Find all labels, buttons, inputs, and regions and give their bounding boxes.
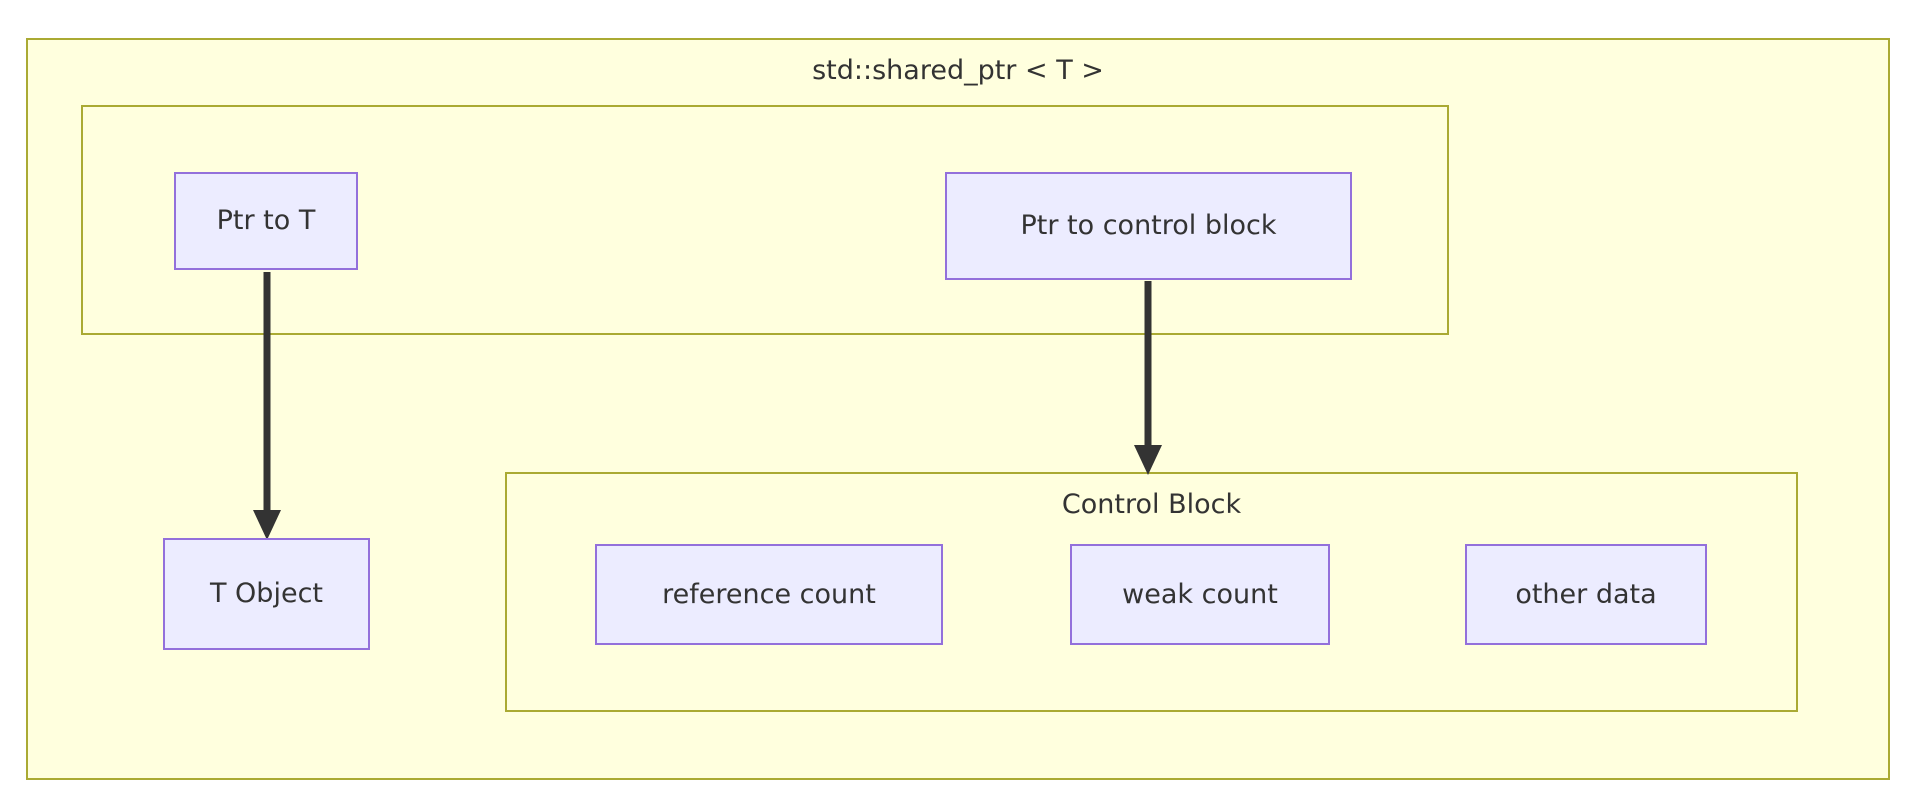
cluster-control-block-label: Control Block <box>1061 489 1242 520</box>
node-other-data-label: other data <box>1515 578 1657 610</box>
node-ptr-to-t-label: Ptr to T <box>216 205 316 236</box>
node-t-object-label: T Object <box>209 578 323 609</box>
node-weak-count-label: weak count <box>1122 578 1278 610</box>
node-ptr-to-control-block[interactable]: Ptr to control block <box>945 172 1352 280</box>
node-ptr-to-control-block-label: Ptr to control block <box>1020 210 1277 241</box>
cluster-shared-ptr-label: std::shared_ptr < T > <box>812 55 1104 86</box>
node-reference-count-label: reference count <box>662 578 876 610</box>
node-t-object[interactable]: T Object <box>163 538 370 650</box>
node-other-data[interactable]: other data <box>1465 544 1707 645</box>
node-weak-count[interactable]: weak count <box>1070 544 1330 645</box>
node-ptr-to-t[interactable]: Ptr to T <box>174 172 358 270</box>
node-reference-count[interactable]: reference count <box>595 544 943 645</box>
